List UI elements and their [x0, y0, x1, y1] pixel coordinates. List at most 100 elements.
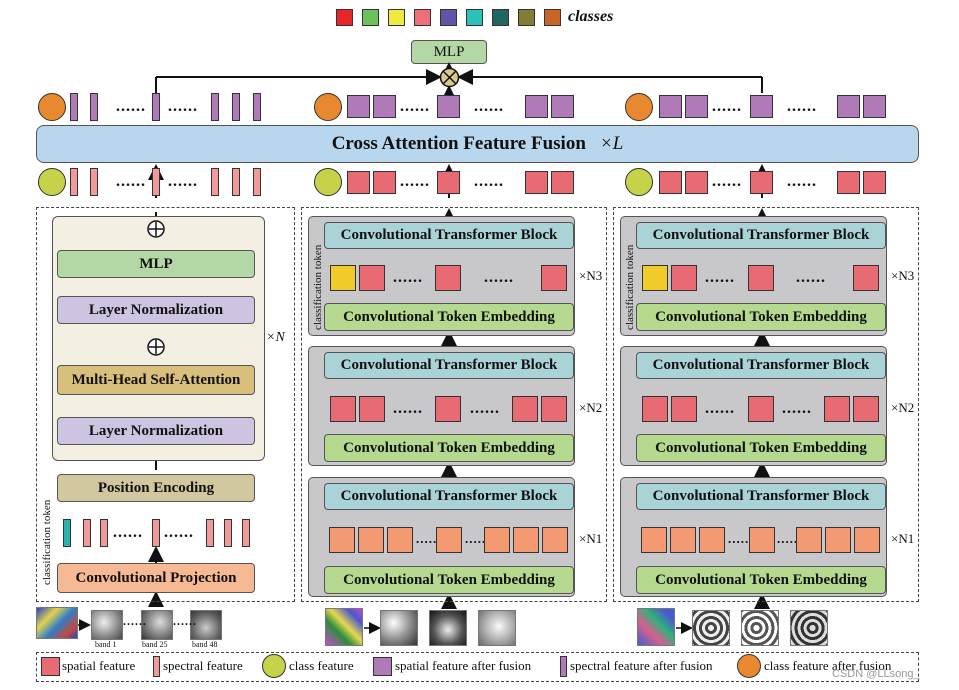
spectral-token — [242, 519, 250, 547]
class-token-spatial — [330, 265, 356, 291]
spatial-token — [824, 396, 850, 422]
left-mlp-block: MLP — [57, 250, 255, 278]
mhsa-block: Multi-Head Self-Attention — [57, 365, 255, 395]
legend-spectral-fusion-swatch — [560, 656, 567, 677]
spatial-token — [642, 396, 668, 422]
cte-stage1-middle: Convolutional Token Embedding — [324, 566, 574, 594]
ellipsis: ...... — [705, 400, 735, 417]
ctb-stage3-right: Convolutional Transformer Block — [636, 222, 886, 249]
spatial-token — [825, 527, 851, 553]
ellipsis: ...... — [474, 98, 504, 115]
legend-spatial-fusion-label: spatial feature after fusion — [395, 658, 532, 673]
ellipsis: ...... — [796, 269, 826, 286]
spatial-token — [748, 396, 774, 422]
middle-classification-token-label: classification token — [312, 244, 324, 330]
add-icon — [147, 220, 165, 238]
spatial-token — [659, 171, 682, 194]
spatial-token — [513, 527, 539, 553]
band-image — [141, 610, 173, 640]
legend-spectral-swatch — [153, 656, 160, 677]
legend-spectral-label: spectral feature — [163, 658, 243, 673]
spatial-token — [373, 171, 396, 194]
spatial-token — [435, 396, 461, 422]
ctb-stage3-middle: Convolutional Transformer Block — [324, 222, 574, 249]
legend-spatial-label: spatial feature — [62, 658, 136, 673]
class-color-swatch — [440, 9, 457, 26]
fusion-multiply-icon — [439, 67, 460, 88]
left-branch-frame — [36, 207, 295, 602]
fused-class-token-left — [38, 93, 66, 121]
repeat-n1-right: ×N1 — [891, 531, 915, 546]
spatial-token — [837, 171, 860, 194]
spectral-token — [83, 519, 91, 547]
class-token-left — [38, 168, 66, 196]
ellipsis: ...... — [484, 269, 514, 286]
spatial-token — [359, 265, 385, 291]
spatial-token — [484, 527, 510, 553]
fused-spatial-token — [837, 95, 860, 118]
ctb-stage1-right: Convolutional Transformer Block — [636, 483, 886, 510]
class-color-swatch — [388, 9, 405, 26]
cte-stage3-right: Convolutional Token Embedding — [636, 303, 886, 331]
cte-stage1-right: Convolutional Token Embedding — [636, 566, 886, 594]
fused-spatial-token — [551, 95, 574, 118]
spatial-token — [748, 265, 774, 291]
left-classification-token-label: classification token — [41, 499, 53, 585]
ellipsis: ...... — [728, 531, 754, 546]
ellipsis: ...... — [168, 173, 198, 190]
spatial-token — [330, 396, 356, 422]
spatial-token — [436, 527, 462, 553]
legend-class-fusion-swatch — [737, 654, 761, 678]
spatial-token — [685, 171, 708, 194]
conv-projection-block: Convolutional Projection — [57, 563, 255, 593]
ellipsis: ...... — [712, 98, 742, 115]
fused-spatial-token — [373, 95, 396, 118]
repeat-n1-middle: ×N1 — [579, 531, 603, 546]
spatial-token — [863, 171, 886, 194]
class-color-swatch — [466, 9, 483, 26]
legend-frame — [36, 652, 919, 682]
fused-spatial-token — [525, 95, 548, 118]
fused-spatial-token — [659, 95, 682, 118]
spatial-token — [671, 396, 697, 422]
repeat-n2-right: ×N2 — [891, 400, 915, 415]
spectral-token — [100, 519, 108, 547]
class-token-spatial — [642, 265, 668, 291]
add-icon — [147, 338, 165, 356]
fused-spectral-token — [253, 93, 261, 121]
ellipsis: ...... — [474, 173, 504, 190]
repeat-n3-right: ×N3 — [891, 268, 915, 283]
ellipsis: ...... — [712, 173, 742, 190]
spatial-token — [541, 396, 567, 422]
spectral-token — [70, 168, 78, 196]
ellipsis: ...... — [782, 400, 812, 417]
pca-image — [380, 610, 418, 646]
cte-stage3-middle: Convolutional Token Embedding — [324, 303, 574, 331]
repeat-n3-middle: ×N3 — [579, 268, 603, 283]
spatial-token — [671, 265, 697, 291]
hyperspectral-cube-image — [36, 607, 78, 639]
spatial-token — [437, 171, 460, 194]
fused-spatial-token — [347, 95, 370, 118]
spatial-token — [641, 527, 667, 553]
ellipsis: ...... — [787, 98, 817, 115]
ellipsis: ...... — [400, 98, 430, 115]
position-encoding-block: Position Encoding — [57, 474, 255, 502]
ctb-stage2-middle: Convolutional Transformer Block — [324, 352, 574, 379]
spatial-token — [853, 265, 879, 291]
fused-class-token-right — [625, 93, 653, 121]
spectral-token — [253, 168, 261, 196]
band-label: band 25 — [142, 640, 168, 649]
spatial-token — [512, 396, 538, 422]
ellipsis: ...... — [123, 614, 147, 628]
ellipsis: ...... — [777, 531, 803, 546]
ellipsis: ...... — [116, 173, 146, 190]
class-color-swatch — [544, 9, 561, 26]
fused-spectral-token — [152, 93, 160, 121]
ellipsis: ...... — [168, 98, 198, 115]
cte-stage2-middle: Convolutional Token Embedding — [324, 434, 574, 462]
ellipsis: ...... — [705, 269, 735, 286]
band-image — [91, 610, 123, 640]
spatial-token — [358, 527, 384, 553]
pca-image — [429, 610, 467, 646]
